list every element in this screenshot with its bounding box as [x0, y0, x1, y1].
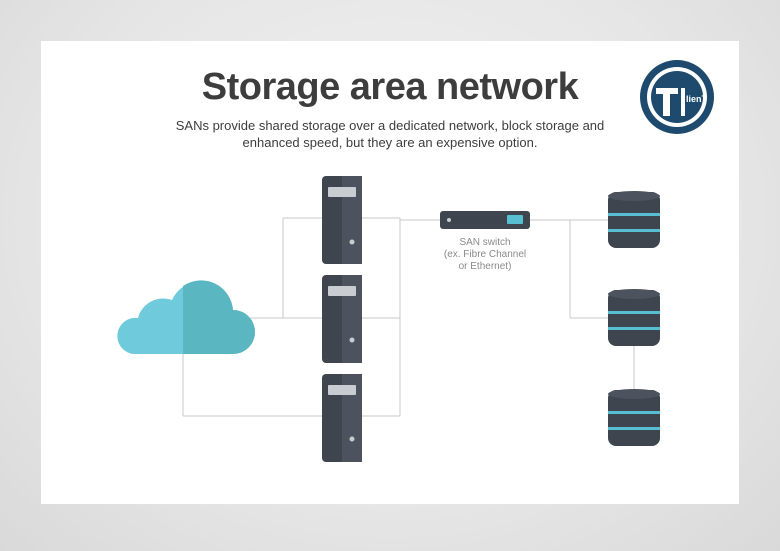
logo-icon: lienT	[640, 60, 714, 134]
page-title: Storage area network	[201, 66, 579, 108]
server-icon	[322, 374, 362, 462]
page-subtitle: SANs provide shared storage over a dedic…	[175, 118, 605, 150]
server-icon	[322, 275, 362, 363]
switch-label: SAN switch (ex. Fibre Channel or Etherne…	[420, 237, 550, 273]
logo-text: lienT	[686, 94, 708, 104]
storage-icon	[608, 191, 660, 248]
switch-icon	[440, 211, 530, 229]
switch-label-line3: or Ethernet)	[458, 261, 512, 272]
connector-lines	[182, 217, 635, 417]
switch-label-line1: SAN switch	[459, 237, 511, 248]
storage-icon	[608, 289, 660, 346]
switch-label-line2: (ex. Fibre Channel	[443, 249, 527, 260]
cloud-icon	[117, 280, 255, 354]
server-icon	[322, 176, 362, 264]
storage-icon	[608, 389, 660, 446]
